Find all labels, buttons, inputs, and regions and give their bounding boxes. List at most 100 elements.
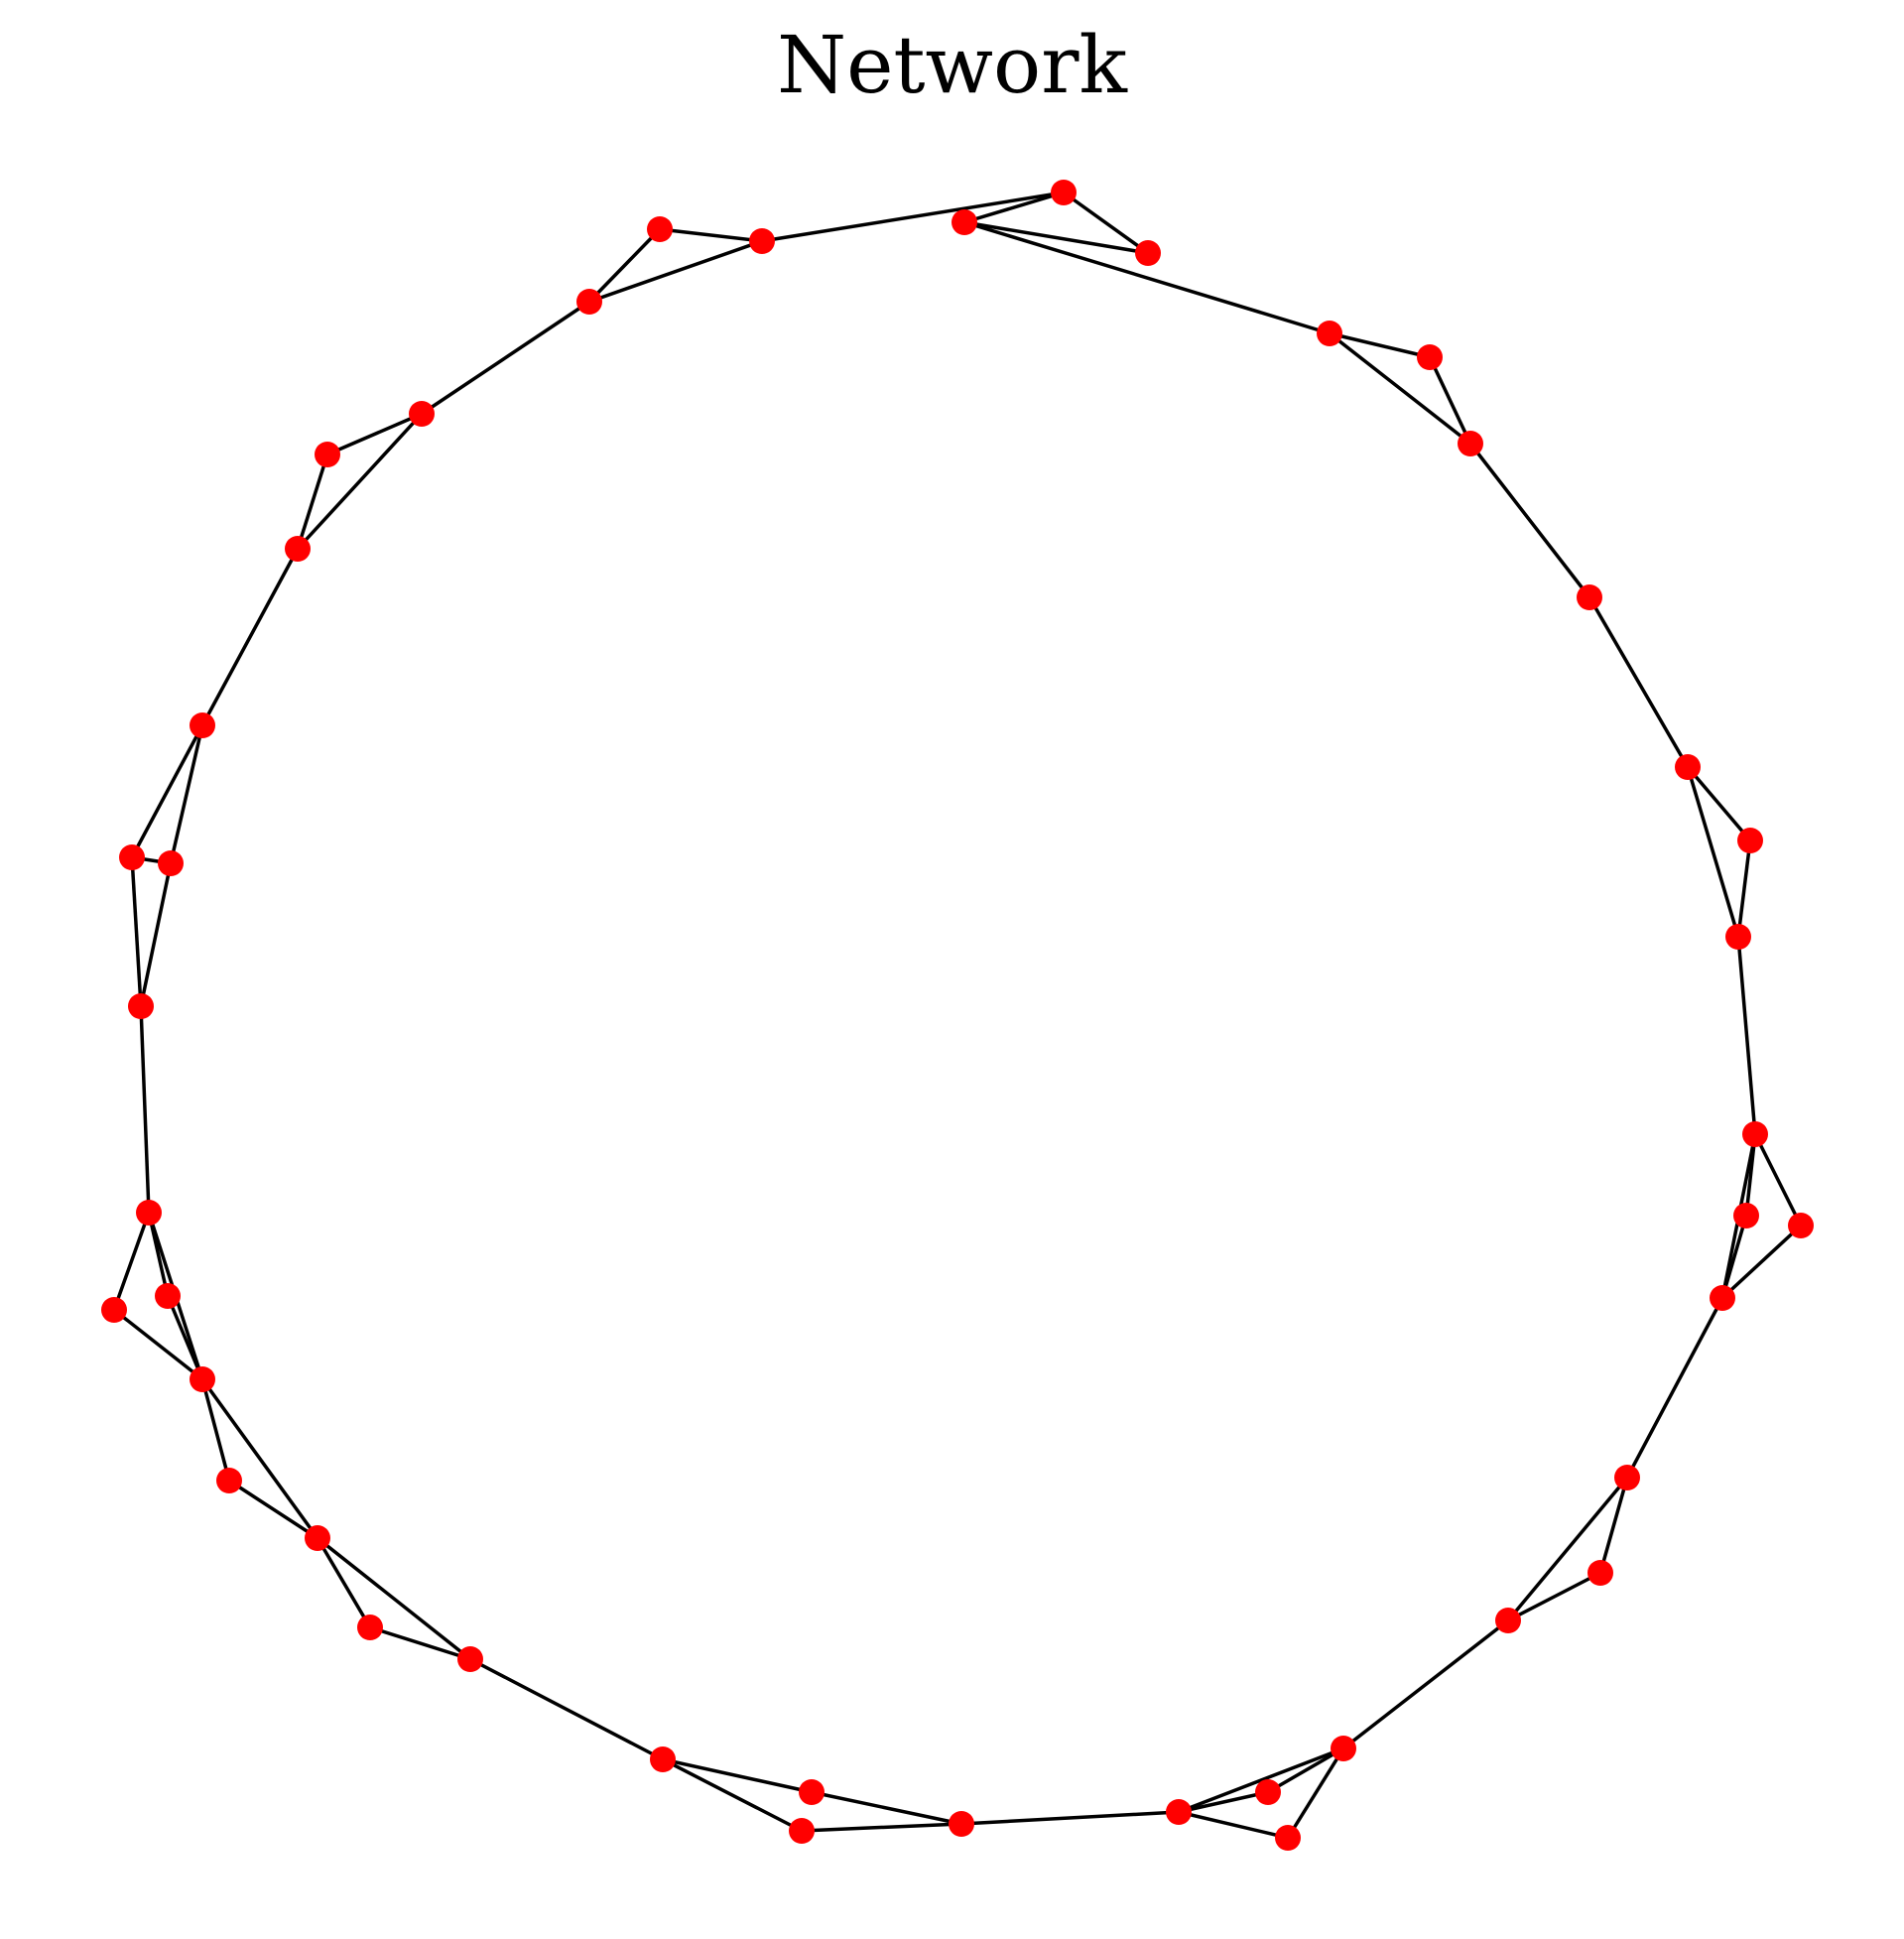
edge-n26-n28 — [1178, 1810, 1289, 1840]
edge-n4-n6 — [588, 239, 763, 304]
edge-n22-n25 — [662, 1757, 813, 1794]
edge-n35-n37 — [1736, 936, 1757, 1135]
edge-n38-n39 — [1686, 765, 1752, 842]
node-n4 — [749, 228, 775, 254]
node-n22 — [650, 1746, 676, 1772]
node-n13 — [128, 993, 154, 1019]
chart-title: Network — [777, 19, 1127, 111]
edge-n12-n13 — [139, 862, 173, 1007]
node-n12 — [158, 850, 184, 876]
node-n34 — [1788, 1213, 1814, 1238]
edge-n23-n24 — [801, 1822, 962, 1833]
node-n25 — [799, 1779, 825, 1805]
node-n43 — [1317, 321, 1342, 346]
node-n27 — [1255, 1779, 1281, 1805]
edge-n5-n6 — [587, 227, 662, 304]
node-n16 — [190, 1366, 215, 1392]
edge-n9-n10 — [200, 548, 300, 726]
edge-n37-n39 — [1686, 766, 1740, 938]
edge-n42-n43 — [1329, 331, 1431, 359]
node-n14 — [136, 1200, 162, 1226]
node-n1 — [1051, 180, 1077, 205]
node-n30 — [1495, 1608, 1521, 1633]
edge-n4-n5 — [659, 227, 763, 243]
node-n36 — [1733, 1203, 1759, 1228]
edge-n1-n3 — [963, 191, 1065, 224]
edge-n28-n29 — [1286, 1747, 1345, 1839]
edge-n41-n43 — [1328, 331, 1472, 446]
node-n3 — [952, 209, 977, 235]
nodes-layer — [101, 180, 1814, 1851]
node-n11 — [119, 844, 145, 870]
edge-n30-n32 — [1506, 1476, 1629, 1622]
node-n8 — [315, 442, 340, 467]
edge-n19-n20 — [316, 1537, 372, 1628]
edge-n26-n27 — [1178, 1790, 1269, 1814]
edge-n30-n31 — [1507, 1571, 1601, 1622]
node-n10 — [190, 712, 215, 738]
node-n7 — [409, 401, 435, 427]
edge-n39-n40 — [1587, 596, 1690, 768]
edge-n10-n12 — [169, 724, 204, 864]
edge-n29-n30 — [1341, 1618, 1510, 1750]
edge-n25-n24 — [811, 1790, 962, 1826]
edge-n36-n35 — [1744, 1133, 1757, 1217]
edge-n2-n3 — [963, 220, 1149, 255]
edge-n43-n3 — [963, 220, 1331, 335]
node-n17 — [155, 1283, 181, 1309]
edge-n15-n16 — [112, 1308, 204, 1381]
edge-n32-n33 — [1625, 1297, 1724, 1479]
node-n9 — [285, 536, 311, 562]
edge-n34-n35 — [1753, 1133, 1803, 1227]
node-n5 — [647, 216, 673, 242]
node-n2 — [1135, 240, 1161, 266]
node-n24 — [949, 1811, 974, 1837]
edge-n16-n18 — [200, 1378, 231, 1482]
edge-n16-n19 — [200, 1377, 319, 1540]
edge-n14-n15 — [112, 1212, 151, 1311]
edges-layer — [112, 191, 1803, 1840]
node-n19 — [305, 1525, 330, 1551]
edge-n37-n38 — [1736, 840, 1752, 938]
edge-n26-n29 — [1178, 1746, 1344, 1814]
edge-n22-n23 — [662, 1757, 803, 1833]
node-n18 — [216, 1468, 242, 1493]
node-n6 — [576, 289, 602, 315]
edge-n21-n22 — [469, 1657, 664, 1761]
node-n41 — [1458, 431, 1483, 456]
edge-n13-n14 — [139, 1005, 151, 1214]
node-n21 — [457, 1646, 483, 1672]
edge-n19-n21 — [316, 1536, 472, 1661]
edge-n17-n16 — [166, 1295, 204, 1380]
node-n28 — [1275, 1825, 1301, 1851]
node-n39 — [1675, 754, 1701, 780]
node-n32 — [1614, 1465, 1640, 1490]
edge-n40-n41 — [1468, 442, 1591, 599]
edge-n24-n26 — [960, 1810, 1180, 1826]
node-n31 — [1587, 1560, 1613, 1586]
edge-n18-n19 — [228, 1479, 318, 1540]
node-n26 — [1166, 1799, 1192, 1825]
edge-n7-n9 — [296, 412, 424, 551]
edge-n41-n42 — [1428, 356, 1472, 445]
edge-n31-n32 — [1598, 1477, 1629, 1574]
node-n20 — [357, 1615, 383, 1640]
edge-n27-n29 — [1267, 1746, 1344, 1794]
node-n33 — [1710, 1285, 1735, 1311]
node-n15 — [101, 1297, 127, 1323]
edge-n1-n2 — [1062, 191, 1150, 255]
edge-n7-n8 — [326, 412, 423, 456]
edge-n8-n9 — [296, 453, 329, 550]
node-n23 — [789, 1818, 815, 1844]
edge-n33-n34 — [1720, 1224, 1803, 1300]
edge-n11-n13 — [130, 856, 143, 1007]
node-n42 — [1417, 344, 1443, 370]
node-n29 — [1331, 1736, 1356, 1761]
edge-n10-n11 — [130, 724, 204, 858]
edge-n6-n7 — [421, 300, 590, 416]
node-n40 — [1577, 584, 1602, 610]
edge-n1-n4 — [761, 191, 1065, 243]
node-n37 — [1725, 924, 1751, 950]
edge-n20-n21 — [369, 1625, 471, 1661]
